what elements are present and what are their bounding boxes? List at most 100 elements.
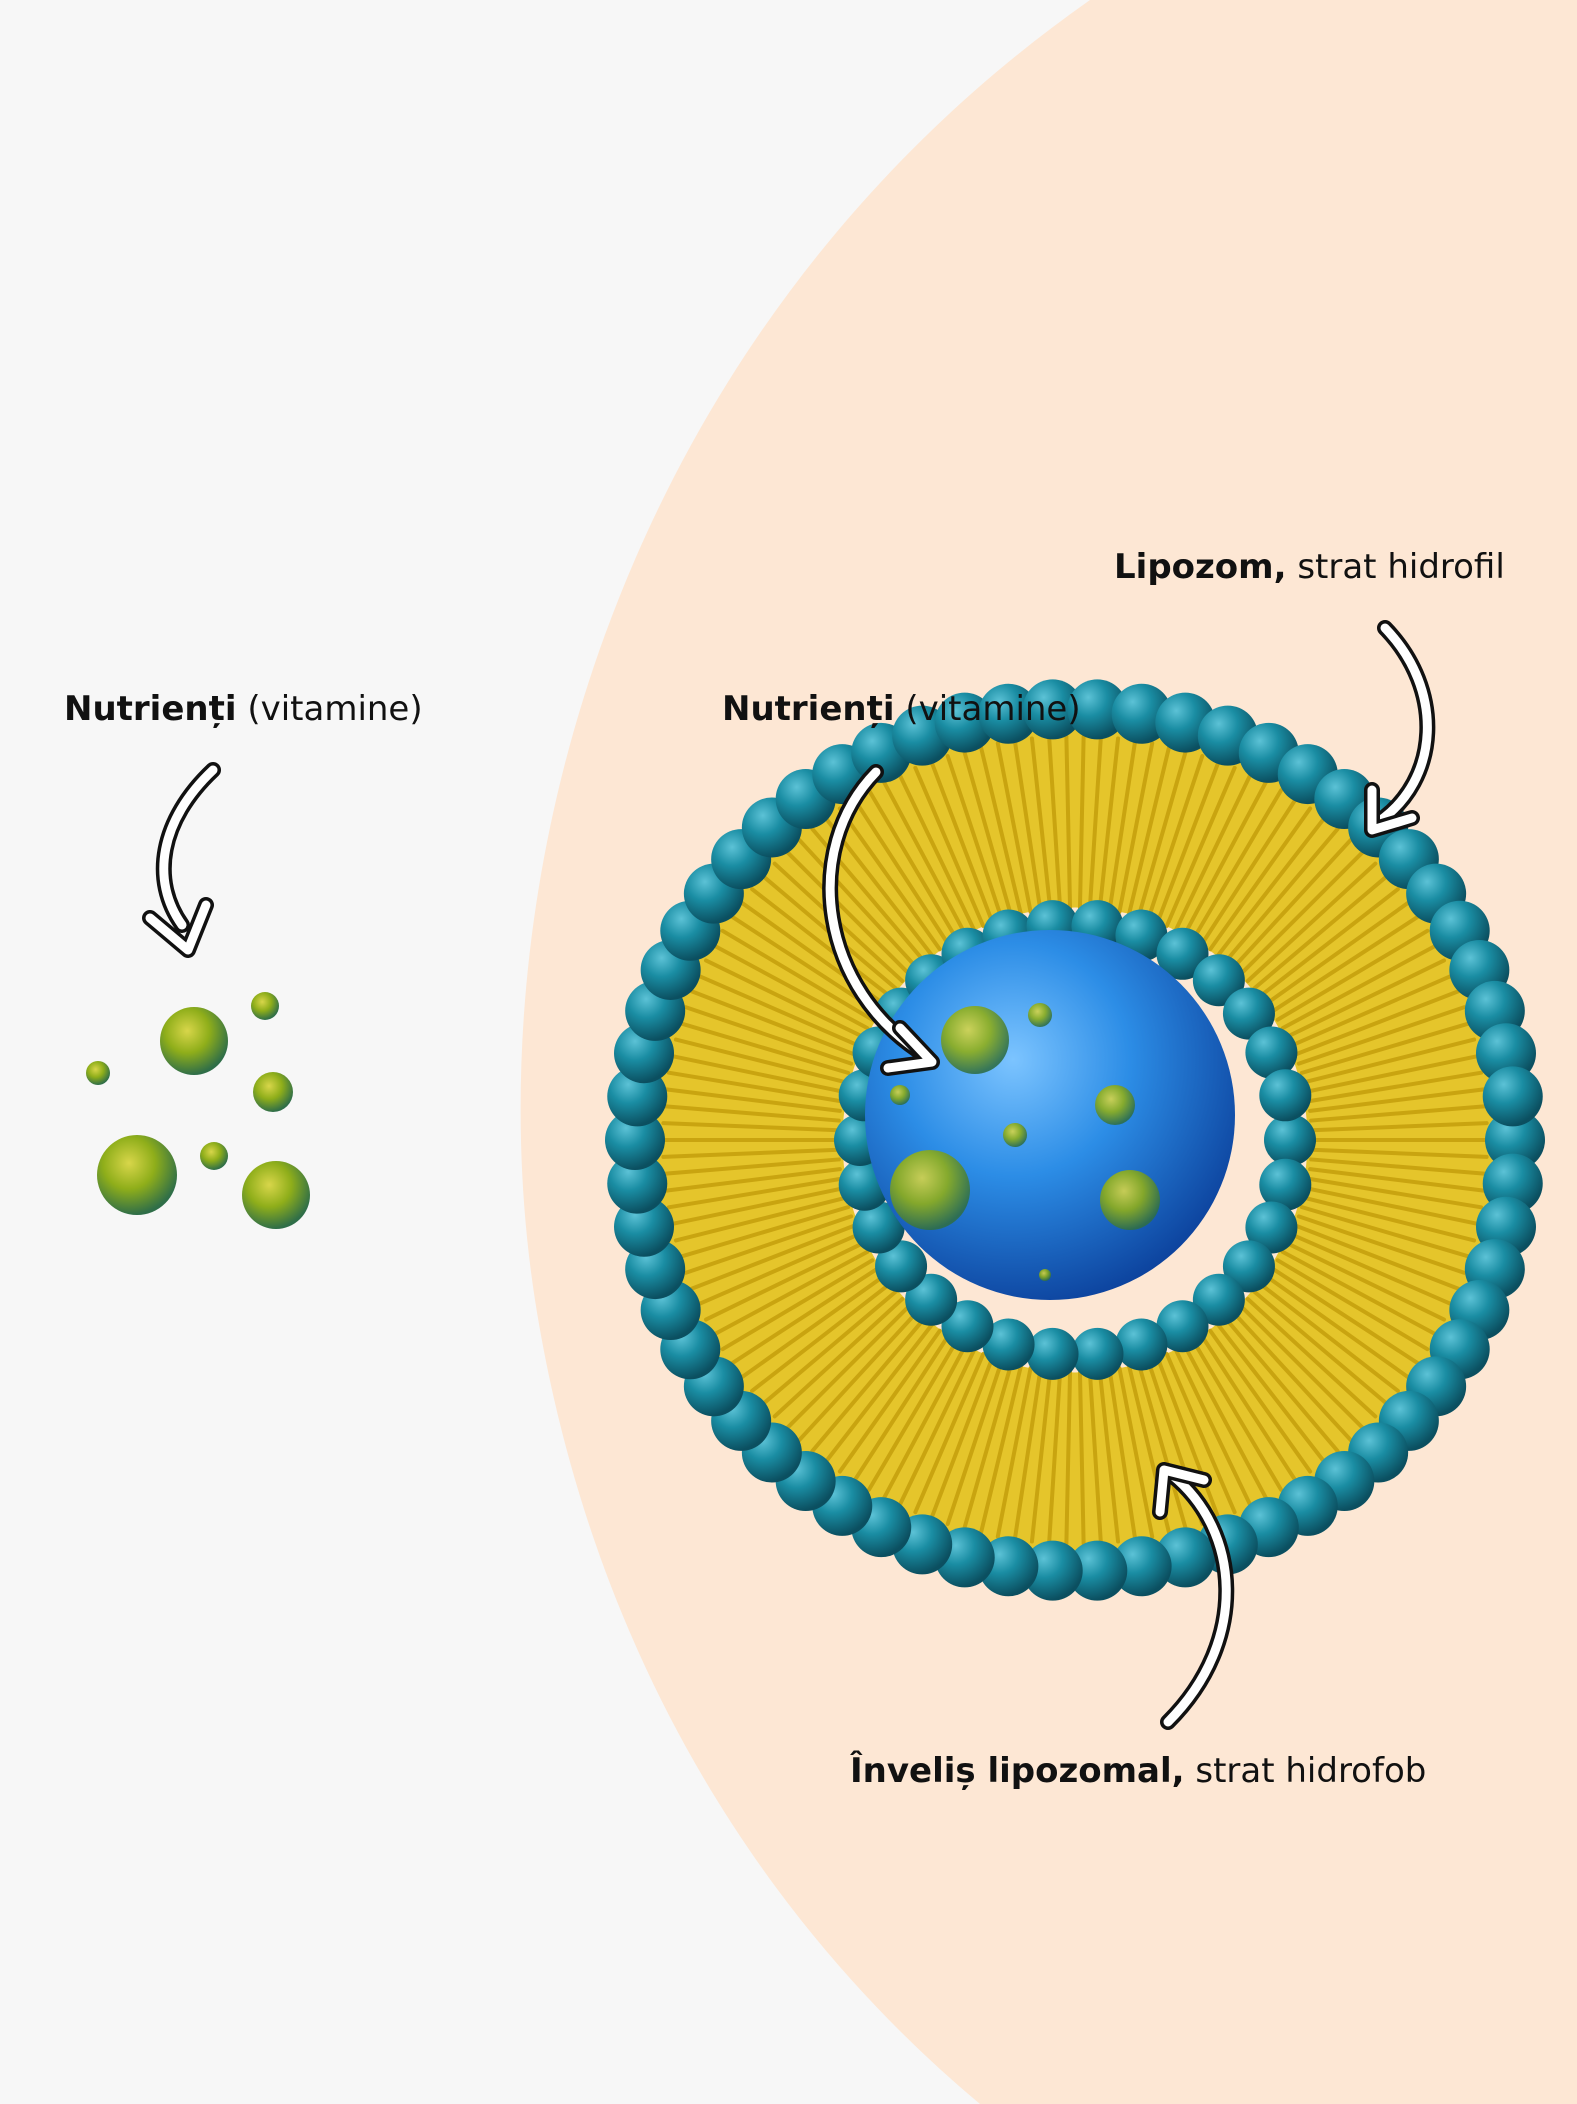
phospholipid-head xyxy=(1022,679,1083,740)
lipid-tail xyxy=(945,1358,1004,1526)
nutrient-particle xyxy=(890,1150,970,1230)
lipid-tail xyxy=(662,1157,841,1176)
lipid-tail xyxy=(1173,772,1253,932)
lipid-tail xyxy=(1087,1369,1103,1545)
lipid-tail xyxy=(1285,958,1447,1039)
phospholipid-head xyxy=(1264,1114,1316,1166)
lipid-tail xyxy=(664,1087,842,1113)
phospholipid-head xyxy=(905,1273,958,1326)
label-liposome-layer: Lipozom, strat hidrofil xyxy=(1114,547,1505,587)
nutrient-particle xyxy=(160,1007,228,1075)
lipid-tail xyxy=(897,772,977,932)
lipid-tail xyxy=(1064,734,1073,910)
lipid-tail xyxy=(995,741,1033,914)
phospholipid-head xyxy=(1245,1026,1298,1079)
lipid-tail xyxy=(666,1176,844,1210)
lipid-tail xyxy=(1245,1296,1378,1419)
lipid-tail xyxy=(1258,1282,1400,1393)
lipid-tail xyxy=(978,1364,1023,1536)
arrow-to-free-nutrients xyxy=(142,762,221,958)
lipid-tail xyxy=(1296,1214,1467,1275)
lipid-tail xyxy=(1107,738,1138,913)
phospholipid-head xyxy=(1071,1327,1124,1380)
phospholipid-head xyxy=(1022,1540,1083,1601)
phospholipid-head xyxy=(1245,1201,1298,1254)
lipid-tail xyxy=(913,1352,986,1515)
label-liposomal-shell: Înveliș lipozomal, strat hidrofob xyxy=(850,1751,1426,1791)
lipid-tail xyxy=(1309,1147,1489,1159)
lipid-tail xyxy=(1280,1249,1439,1337)
lipid-tail xyxy=(1155,759,1221,925)
lipid-tail xyxy=(1155,1355,1221,1521)
lipid-tail xyxy=(720,928,875,1022)
lipid-tail xyxy=(1238,849,1366,977)
lipid-tail xyxy=(673,1195,848,1243)
phospholipid-head xyxy=(605,1110,665,1170)
lipid-tail xyxy=(1308,1167,1486,1193)
lipid-tail xyxy=(1304,1186,1480,1226)
phospholipid-head xyxy=(1156,927,1209,980)
arrow-to-encapsulated-nutrients xyxy=(822,764,940,1076)
lipid-tail xyxy=(1117,1366,1155,1539)
lipid-tail xyxy=(1077,734,1086,910)
lipid-tail xyxy=(1309,1157,1488,1176)
lipid-tail xyxy=(664,1167,842,1193)
phospholipid-head xyxy=(1192,954,1245,1007)
lipid-tail xyxy=(1097,736,1121,912)
lipid-tail xyxy=(784,1303,912,1431)
lipid-tail xyxy=(1107,1367,1138,1542)
lipid-tail xyxy=(797,1310,919,1443)
liposome xyxy=(605,679,1545,1601)
lipid-tail xyxy=(1029,1368,1053,1544)
label-encapsulated-nutrients-rest: (vitamine) xyxy=(894,689,1081,729)
lipid-tail xyxy=(962,1361,1014,1531)
lipid-tail xyxy=(1182,1343,1268,1500)
lipid-tail xyxy=(882,780,968,937)
lipid-tail xyxy=(1208,1328,1313,1474)
lipid-tail xyxy=(797,837,919,970)
lipid-tail xyxy=(761,1289,898,1406)
phospholipid-head xyxy=(1222,987,1275,1040)
lipid-tail xyxy=(1270,1266,1421,1366)
lipid-tail xyxy=(1224,1316,1340,1454)
lipid-tail xyxy=(1231,837,1353,970)
lipid-tail xyxy=(1302,1037,1477,1085)
phospholipid-head xyxy=(982,1318,1035,1371)
lipid-tail xyxy=(1275,1258,1430,1352)
lipid-tail xyxy=(1097,1368,1121,1544)
lipid-tail xyxy=(683,1005,854,1066)
lipid-tail xyxy=(1296,1005,1467,1066)
nutrient-particle xyxy=(242,1161,310,1229)
lipid-tail xyxy=(837,806,942,952)
lipid-tail xyxy=(661,1121,841,1133)
outer-head-ring xyxy=(605,679,1545,1601)
lipid-tail xyxy=(1299,1205,1472,1259)
nutrient-particle xyxy=(1100,1170,1160,1230)
lipid-tail xyxy=(720,1258,875,1352)
lipid-tail xyxy=(689,989,857,1057)
phospholipid-head xyxy=(1026,1327,1079,1380)
lipid-tail xyxy=(1012,1367,1043,1542)
lipid-tail xyxy=(1309,1104,1488,1123)
lipid-tail xyxy=(929,1355,995,1521)
lipid-tail xyxy=(995,1366,1033,1539)
lipid-tail xyxy=(1173,1348,1253,1508)
label-free-nutrients: Nutrienți (vitamine) xyxy=(64,689,423,729)
lipid-tail xyxy=(1231,1310,1353,1443)
lipid-tail xyxy=(696,973,861,1048)
lipid-tail xyxy=(1293,989,1461,1057)
lipid-tail xyxy=(852,1334,951,1483)
nutrient-particle xyxy=(253,1072,293,1112)
nutrient-particle xyxy=(941,1006,1009,1074)
lipid-tail xyxy=(711,943,870,1031)
lipid-tail xyxy=(823,1323,934,1464)
lipid-tail xyxy=(1308,1087,1486,1113)
lipid-tail xyxy=(1289,973,1454,1048)
phospholipid-head xyxy=(1067,679,1128,740)
phospholipid-head xyxy=(852,1201,905,1254)
lipid-tail xyxy=(1146,754,1205,922)
lipid-tail xyxy=(962,749,1014,919)
phospholipid-head xyxy=(607,1153,668,1214)
lipid-tail xyxy=(1275,928,1430,1022)
